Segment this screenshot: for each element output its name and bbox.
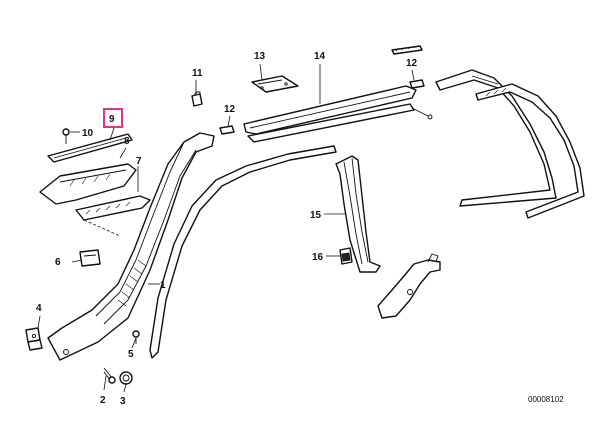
callout-12-left: 12	[224, 104, 236, 115]
callout-14: 14	[314, 51, 326, 62]
part-9-trim-strip	[47, 133, 133, 163]
callout-7: 7	[136, 156, 142, 167]
part-16-clip	[339, 247, 353, 265]
callout-1: 1	[160, 280, 166, 291]
part-1-pillar-trim	[47, 132, 215, 361]
callout-6: 6	[55, 257, 61, 268]
callout-4: 4	[36, 303, 42, 314]
callout-3: 3	[120, 396, 126, 407]
callout-9: 9	[109, 114, 115, 125]
callout-10: 10	[82, 128, 94, 139]
part-11-clip-nut	[191, 91, 203, 107]
leader-lines	[37, 63, 415, 393]
part-14-roof-rail-trim	[243, 85, 433, 143]
callout-8: 8	[124, 136, 130, 147]
callout-5: 5	[128, 349, 134, 360]
rear-window-seal	[435, 69, 585, 219]
part-7-bracket	[75, 195, 151, 237]
part-6-clip	[79, 249, 101, 267]
top-small-strip	[391, 45, 423, 55]
part-8-bracket	[39, 163, 137, 205]
part-10-screw	[62, 128, 70, 144]
callout-16: 16	[312, 252, 324, 263]
part-5-screw	[132, 330, 140, 344]
part-12-clip-left	[219, 125, 235, 135]
lower-right-bracket	[377, 253, 441, 319]
part-2-screw	[103, 367, 116, 384]
part-15-b-pillar-trim	[335, 155, 381, 273]
callout-2: 2	[100, 395, 106, 406]
callout-labels: 1 2 3 4 5 6 7 8 9 10 11 12 12 13 14 15 1…	[36, 51, 418, 407]
callout-12-right: 12	[406, 58, 418, 69]
pillar-seal-strip	[149, 145, 337, 359]
callout-15: 15	[310, 210, 322, 221]
part-4-nut-clip	[25, 327, 43, 351]
part-13-cover	[251, 75, 299, 93]
callout-13: 13	[254, 51, 266, 62]
diagram-number: 00008102	[528, 395, 564, 404]
part-12-clip-right	[409, 79, 425, 89]
callout-11: 11	[192, 68, 203, 79]
part-3-cap	[119, 371, 133, 385]
highlight-box-callout-9	[103, 108, 123, 128]
